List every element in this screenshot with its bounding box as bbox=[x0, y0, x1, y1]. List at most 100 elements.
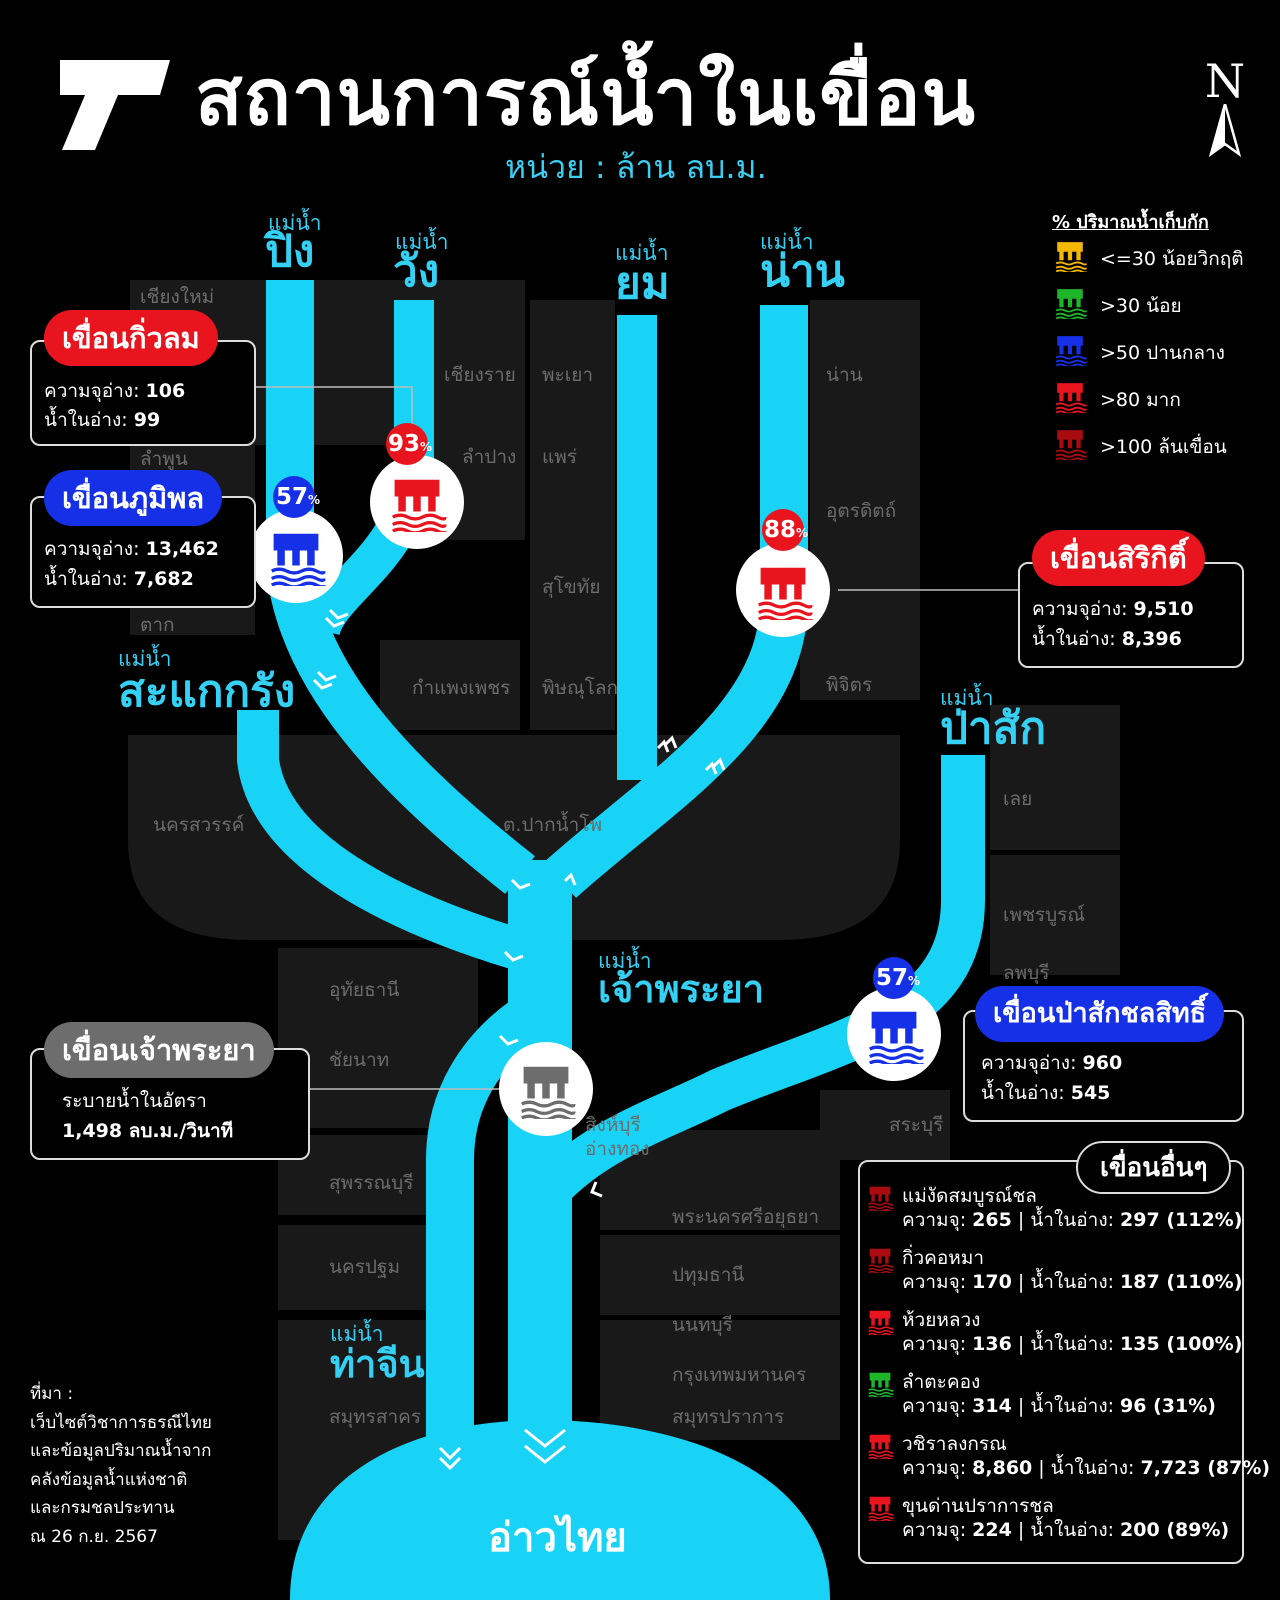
sirikit-title: เขื่อนสิริกิติ์ bbox=[1032, 530, 1205, 586]
province-label: เชียงใหม่ bbox=[140, 286, 215, 308]
province-label: อุตรดิตถ์ bbox=[826, 500, 897, 522]
chao-title: เขื่อนเจ้าพระยา bbox=[44, 1022, 274, 1078]
pct-sign: % bbox=[796, 526, 809, 540]
water-value: 187 (110%) bbox=[1120, 1271, 1243, 1293]
bhumibol-capacity: ความจุอ่าง: 13,462 bbox=[44, 534, 219, 564]
pasak-water: น้ำในอ่าง: 545 bbox=[981, 1078, 1110, 1108]
province-label: สุพรรณบุรี bbox=[329, 1172, 414, 1194]
other-dam-name: วชิราลงกรณ bbox=[902, 1433, 1007, 1455]
province-label: เชียงราย bbox=[444, 364, 516, 386]
chao-rate-value: 1,498 ลบ.ม./วินาที bbox=[62, 1120, 234, 1142]
pct-sign: % bbox=[420, 440, 433, 454]
legend-label: <=30 น้อยวิกฤติ bbox=[1100, 248, 1244, 270]
source-line: และข้อมูลปริมาณน้ำจาก bbox=[30, 1441, 212, 1461]
cap-value: 960 bbox=[1082, 1052, 1123, 1074]
province-label: นนทบุรี bbox=[672, 1314, 733, 1336]
river-prefix: แม่น้ำ bbox=[395, 230, 449, 254]
province-label: นครปฐม bbox=[329, 1256, 400, 1278]
kiwlom-water: น้ำในอ่าง: 99 bbox=[44, 405, 160, 435]
other-dam-values: ความจุ: 170 | น้ำในอ่าง: 187 (110%) bbox=[902, 1271, 1243, 1293]
province-label: กำแพงเพชร bbox=[412, 677, 511, 699]
river-pasak-label: ป่าสัก bbox=[940, 703, 1047, 754]
pct-sign: % bbox=[308, 493, 321, 507]
cap-label: ความจุ: bbox=[902, 1333, 967, 1355]
river-thachin-label: ท่าจีน bbox=[330, 1342, 425, 1386]
cap-value: 8,860 bbox=[972, 1457, 1033, 1479]
other-dam-name: ห้วยหลวง bbox=[902, 1309, 981, 1331]
dam-icon bbox=[1055, 241, 1088, 272]
legend-label: >50 ปานกลาง bbox=[1100, 342, 1225, 364]
province-label: ปทุมธานี bbox=[672, 1264, 745, 1286]
legend-title: % ปริมาณน้ำเก็บกัก bbox=[1052, 212, 1209, 233]
dam-icon bbox=[1055, 382, 1088, 413]
river-nan-label: น่าน bbox=[760, 246, 845, 297]
source-note: ที่มา : เว็บไซต์วิชาการธรณีไทย และข้อมูล… bbox=[30, 1380, 212, 1551]
province-label: ลำปาง bbox=[462, 446, 517, 468]
cap-label: ความจุ: bbox=[902, 1457, 967, 1479]
north-letter: N bbox=[1204, 54, 1246, 108]
water-label: น้ำในอ่าง: bbox=[1030, 1333, 1114, 1355]
province-label: พะเยา bbox=[542, 364, 594, 386]
river-wang-label: วัง bbox=[393, 246, 440, 297]
province-label: ลพบุรี bbox=[1003, 962, 1050, 984]
bhumibol-water: น้ำในอ่าง: 7,682 bbox=[44, 564, 194, 594]
cap-value: 224 bbox=[972, 1519, 1012, 1541]
province-label: สมุทรสาคร bbox=[329, 1406, 422, 1428]
other-swatch-4 bbox=[867, 1433, 894, 1459]
water-label: น้ำในอ่าง: bbox=[1030, 1395, 1114, 1417]
cap-label: ความจุอ่าง: bbox=[44, 380, 140, 402]
flow-arrows bbox=[312, 608, 726, 1471]
cap-value: 265 bbox=[972, 1209, 1012, 1231]
cap-value: 170 bbox=[972, 1271, 1012, 1293]
kiwlom-pct: 93% bbox=[388, 431, 432, 457]
water-value: 7,723 (87%) bbox=[1140, 1457, 1271, 1479]
dam-icon bbox=[867, 1433, 894, 1459]
source-line: ณ 26 ก.ย. 2567 bbox=[30, 1526, 158, 1547]
unit-label: หน่วย : ล้าน ลบ.ม. bbox=[505, 148, 767, 186]
source-line: เว็บไซต์วิชาการธรณีไทย bbox=[30, 1412, 212, 1433]
other-swatch-3 bbox=[867, 1371, 894, 1397]
water-label: น้ำในอ่าง: bbox=[1030, 1271, 1114, 1293]
kiwlom-title: เขื่อนกิ่วลม bbox=[44, 310, 218, 366]
water-label: น้ำในอ่าง: bbox=[1030, 1519, 1114, 1541]
river-ping-label: ปิง bbox=[265, 226, 315, 277]
water-value: 297 (112%) bbox=[1120, 1209, 1243, 1231]
dam-icon bbox=[867, 1185, 894, 1211]
pct-sign: % bbox=[908, 974, 921, 988]
province-label: สมุทรปราการ bbox=[672, 1406, 785, 1428]
bhumibol-title: เขื่อนภูมิพล bbox=[44, 470, 223, 526]
water-value: 200 (89%) bbox=[1120, 1519, 1230, 1541]
other-dams-title: เขื่อนอื่นๆ bbox=[1076, 1141, 1232, 1194]
water-value: 8,396 bbox=[1121, 628, 1182, 650]
pct-value: 88 bbox=[764, 517, 797, 543]
cap-value: 106 bbox=[145, 380, 186, 402]
river-prefix: แม่น้ำ bbox=[598, 949, 652, 973]
province-label: อุทัยธานี bbox=[329, 979, 400, 1001]
gulf-label: อ่าวไทย bbox=[488, 1515, 627, 1561]
cap-value: 9,510 bbox=[1133, 598, 1194, 620]
province-label: อ่างทอง bbox=[585, 1138, 650, 1160]
legend-swatch-4 bbox=[1055, 429, 1088, 460]
province-label: กรุงเทพมหานคร bbox=[672, 1364, 807, 1386]
river-prefix: แม่น้ำ bbox=[330, 1322, 384, 1346]
river-chao-label: เจ้าพระยา bbox=[598, 967, 765, 1011]
other-dam-values: ความจุ: 265 | น้ำในอ่าง: 297 (112%) bbox=[902, 1209, 1243, 1231]
legend-swatch-1 bbox=[1055, 288, 1088, 319]
cap-label: ความจุ: bbox=[902, 1395, 967, 1417]
dam-icon bbox=[867, 1495, 894, 1521]
other-dam-values: ความจุ: 8,860 | น้ำในอ่าง: 7,723 (87%) bbox=[902, 1457, 1271, 1479]
sirikit-water: น้ำในอ่าง: 8,396 bbox=[1032, 624, 1182, 654]
pct-value: 57 bbox=[276, 484, 309, 510]
source-line: คลังข้อมูลน้ำแห่งชาติ bbox=[30, 1469, 188, 1490]
legend-swatch-2 bbox=[1055, 335, 1088, 366]
river-prefix: แม่น้ำ bbox=[615, 241, 669, 265]
water-label: น้ำในอ่าง: bbox=[1032, 628, 1116, 650]
legend-swatch-3 bbox=[1055, 382, 1088, 413]
province-label: ลำพูน bbox=[140, 448, 188, 470]
legend-label: >80 มาก bbox=[1100, 389, 1181, 411]
other-swatch-2 bbox=[867, 1309, 894, 1335]
water-value: 99 bbox=[133, 409, 161, 431]
water-value: 545 bbox=[1070, 1082, 1111, 1104]
sirikit-capacity: ความจุอ่าง: 9,510 bbox=[1032, 594, 1194, 624]
province-label: พิษณุโลก bbox=[542, 677, 619, 699]
